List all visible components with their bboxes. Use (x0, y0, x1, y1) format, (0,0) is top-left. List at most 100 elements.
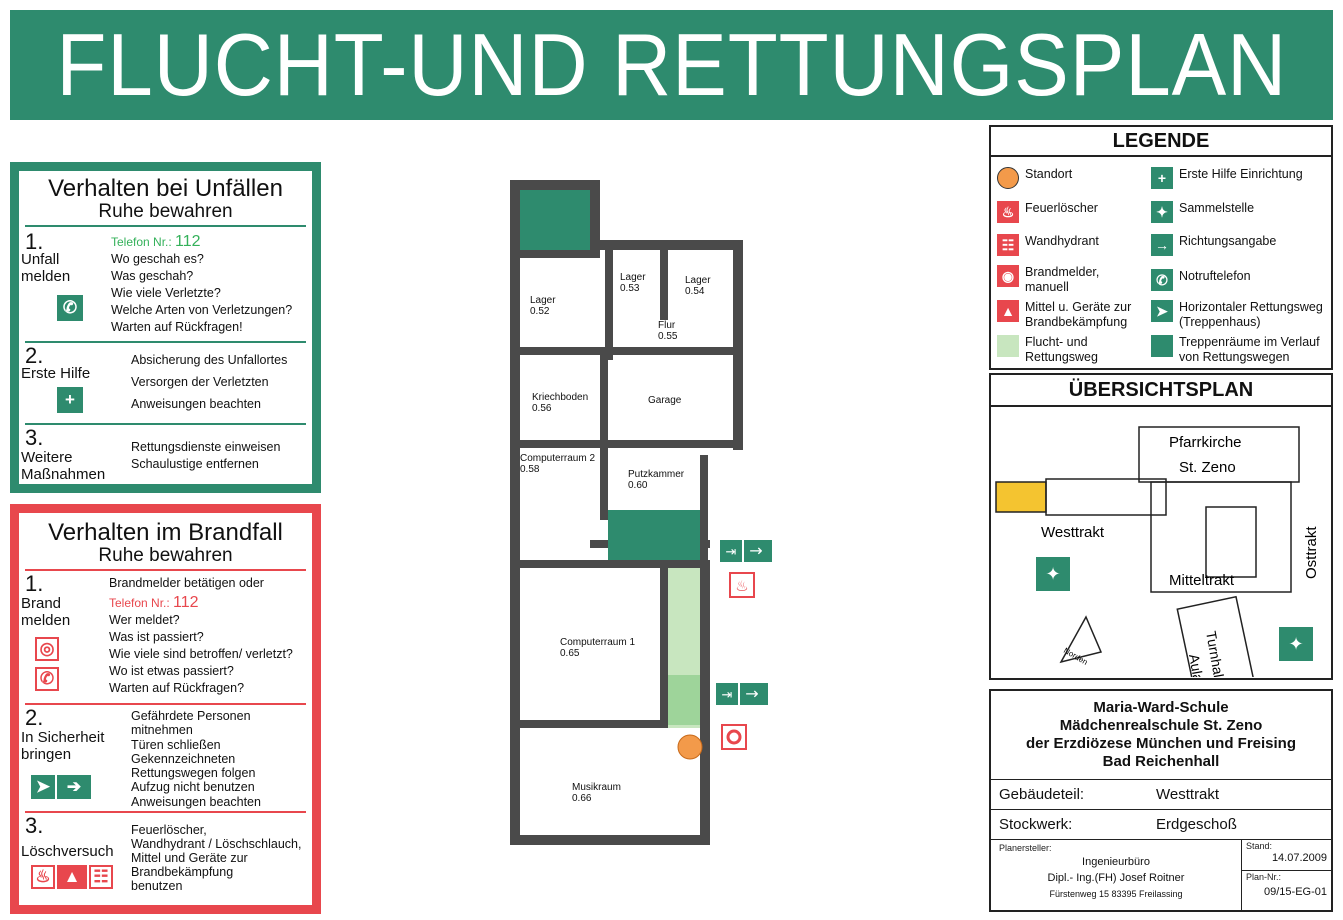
step-line: Was geschah? (111, 269, 194, 283)
wall (510, 440, 740, 448)
step-line: Warten auf Rückfragen? (109, 681, 245, 695)
wall (590, 240, 740, 250)
legend-item: ◉Brandmelder, manuell (997, 265, 1147, 295)
building-row: Gebäudeteil: Westtrakt (991, 779, 1331, 809)
stairwell-swatch (1151, 335, 1173, 357)
phone-line: Telefon Nr.: 112 (111, 233, 201, 250)
step-line: Türen schließen (131, 737, 221, 752)
step-line: Warten auf Rückfragen! (111, 320, 243, 334)
wall (510, 720, 670, 728)
accident-title: Verhalten bei Unfällen (48, 175, 283, 202)
step-number: 1. (25, 229, 44, 254)
step-number: 2. (25, 343, 44, 368)
overview-label: Osttrakt (1303, 526, 1320, 579)
step-line: mitnehmen (131, 723, 193, 738)
plan-value: 09/15-EG-01 (1264, 886, 1327, 898)
wall (510, 560, 710, 568)
wall (605, 250, 613, 360)
legend-item: ♨Feuerlöscher (997, 201, 1147, 223)
extinguisher-icon: ♨ (997, 201, 1019, 223)
hydrant-icon: ☷ (997, 234, 1019, 256)
divider (25, 423, 306, 425)
step-line: Anweisungen beachten (131, 794, 261, 809)
step-line: Wie viele sind betroffen/ verletzt? (109, 647, 293, 661)
building-label: Gebäudeteil: (999, 786, 1085, 803)
step-label: Brand (21, 595, 62, 612)
legend-item: +Erste Hilfe Einrichtung (1151, 167, 1331, 189)
emergency-phone-icon: ✆ (35, 667, 59, 691)
overview-box: ÜBERSICHTSPLAN Pfarrkirche St. Zeno West… (989, 373, 1333, 680)
stairwell (608, 510, 700, 560)
step-label: melden (21, 612, 71, 629)
fire-step-3: 3. Löschversuch ♨ ▲ ☷ Feuerlöscher, Wand… (19, 815, 312, 915)
extinguisher-sign: ♨ (729, 572, 755, 598)
phone-number: 112 (173, 594, 199, 611)
escape-route (668, 675, 700, 725)
wall (590, 180, 600, 255)
divider (25, 811, 306, 813)
wall (510, 347, 740, 355)
phone-line: Telefon Nr.: 112 (109, 594, 199, 611)
firefighting-equipment-icon: ▲ (997, 300, 1019, 322)
fire-step-1: 1. Brand melden ◎ ✆ Brandmelder betätige… (19, 573, 312, 703)
legend-item: Standort (997, 167, 1147, 189)
standort-icon (997, 167, 1019, 189)
step-line: Absicherung des Unfallortes (131, 353, 288, 367)
accident-subtitle: Ruhe bewahren (98, 201, 233, 222)
legend-item: Treppenräume im Verlauf von Rettungswege… (1151, 335, 1331, 365)
overview-label: Westtrakt (1041, 524, 1105, 541)
step-number: 2. (25, 705, 44, 730)
info-box: Maria-Ward-Schule Mädchenrealschule St. … (989, 689, 1333, 912)
escape-route-swatch (997, 335, 1019, 357)
school-name: Maria-Ward-Schule Mädchenrealschule St. … (1025, 699, 1297, 770)
floor-value: Erdgeschoß (1156, 816, 1237, 833)
step-line: Gefährdete Personen (131, 709, 251, 723)
phone-number: 112 (175, 233, 201, 250)
divider (25, 225, 306, 227)
fire-alarm-icon: ◉ (997, 265, 1019, 287)
step-line: Brandbekämpfung (131, 865, 234, 879)
plan-label: Plan-Nr.: (1246, 872, 1282, 882)
step-label: Weitere (21, 449, 73, 466)
creator-row: Planersteller: Ingenieurbüro Dipl.- Ing.… (991, 839, 1333, 914)
legend-item: ✦Sammelstelle (1151, 201, 1331, 223)
legend-item: Flucht- und Rettungsweg (997, 335, 1147, 365)
hydrant-icon: ☷ (89, 865, 113, 889)
room-label: Garage (648, 395, 682, 406)
wall (660, 568, 668, 728)
step-line: Feuerlöscher, (131, 823, 207, 837)
horizontal-escape-icon: ➤ (1151, 300, 1173, 322)
accident-step-2: 2. Erste Hilfe + Absicherung des Unfallo… (19, 345, 312, 423)
wall (510, 835, 710, 845)
svg-text:♨: ♨ (735, 577, 748, 595)
step-line: Aufzug nicht benutzen (131, 780, 255, 795)
legend-item: ➤Horizontaler Rettungsweg (Treppenhaus) (1151, 300, 1331, 330)
fire-alarm-sign (721, 724, 747, 750)
escape-person-icon: ➤ (31, 775, 55, 799)
wall (510, 180, 520, 845)
standort-dot (677, 734, 703, 760)
building-value: Westtrakt (1156, 786, 1220, 803)
step-line: Versorgen der Verletzten (131, 375, 269, 389)
step-label: melden (21, 268, 71, 285)
step-line: Wandhydrant / Löschschlauch, (131, 837, 302, 851)
legend-item: ✆Notruftelefon (1151, 269, 1331, 291)
step-number: 1. (25, 571, 44, 596)
floor-label: Stockwerk: (999, 816, 1073, 833)
assembly-point-icon (1279, 627, 1313, 661)
assembly-point-icon: ✦ (1151, 201, 1173, 223)
step-label: Erste Hilfe (21, 365, 91, 382)
emergency-phone-icon: ✆ (1151, 269, 1173, 291)
step-label: bringen (21, 746, 72, 763)
step-label: In Sicherheit (21, 729, 105, 746)
emergency-phone-icon: ✆ (57, 295, 83, 321)
divider (25, 703, 306, 705)
wall (700, 455, 708, 565)
step-line: Gekennzeichneten (131, 751, 236, 766)
